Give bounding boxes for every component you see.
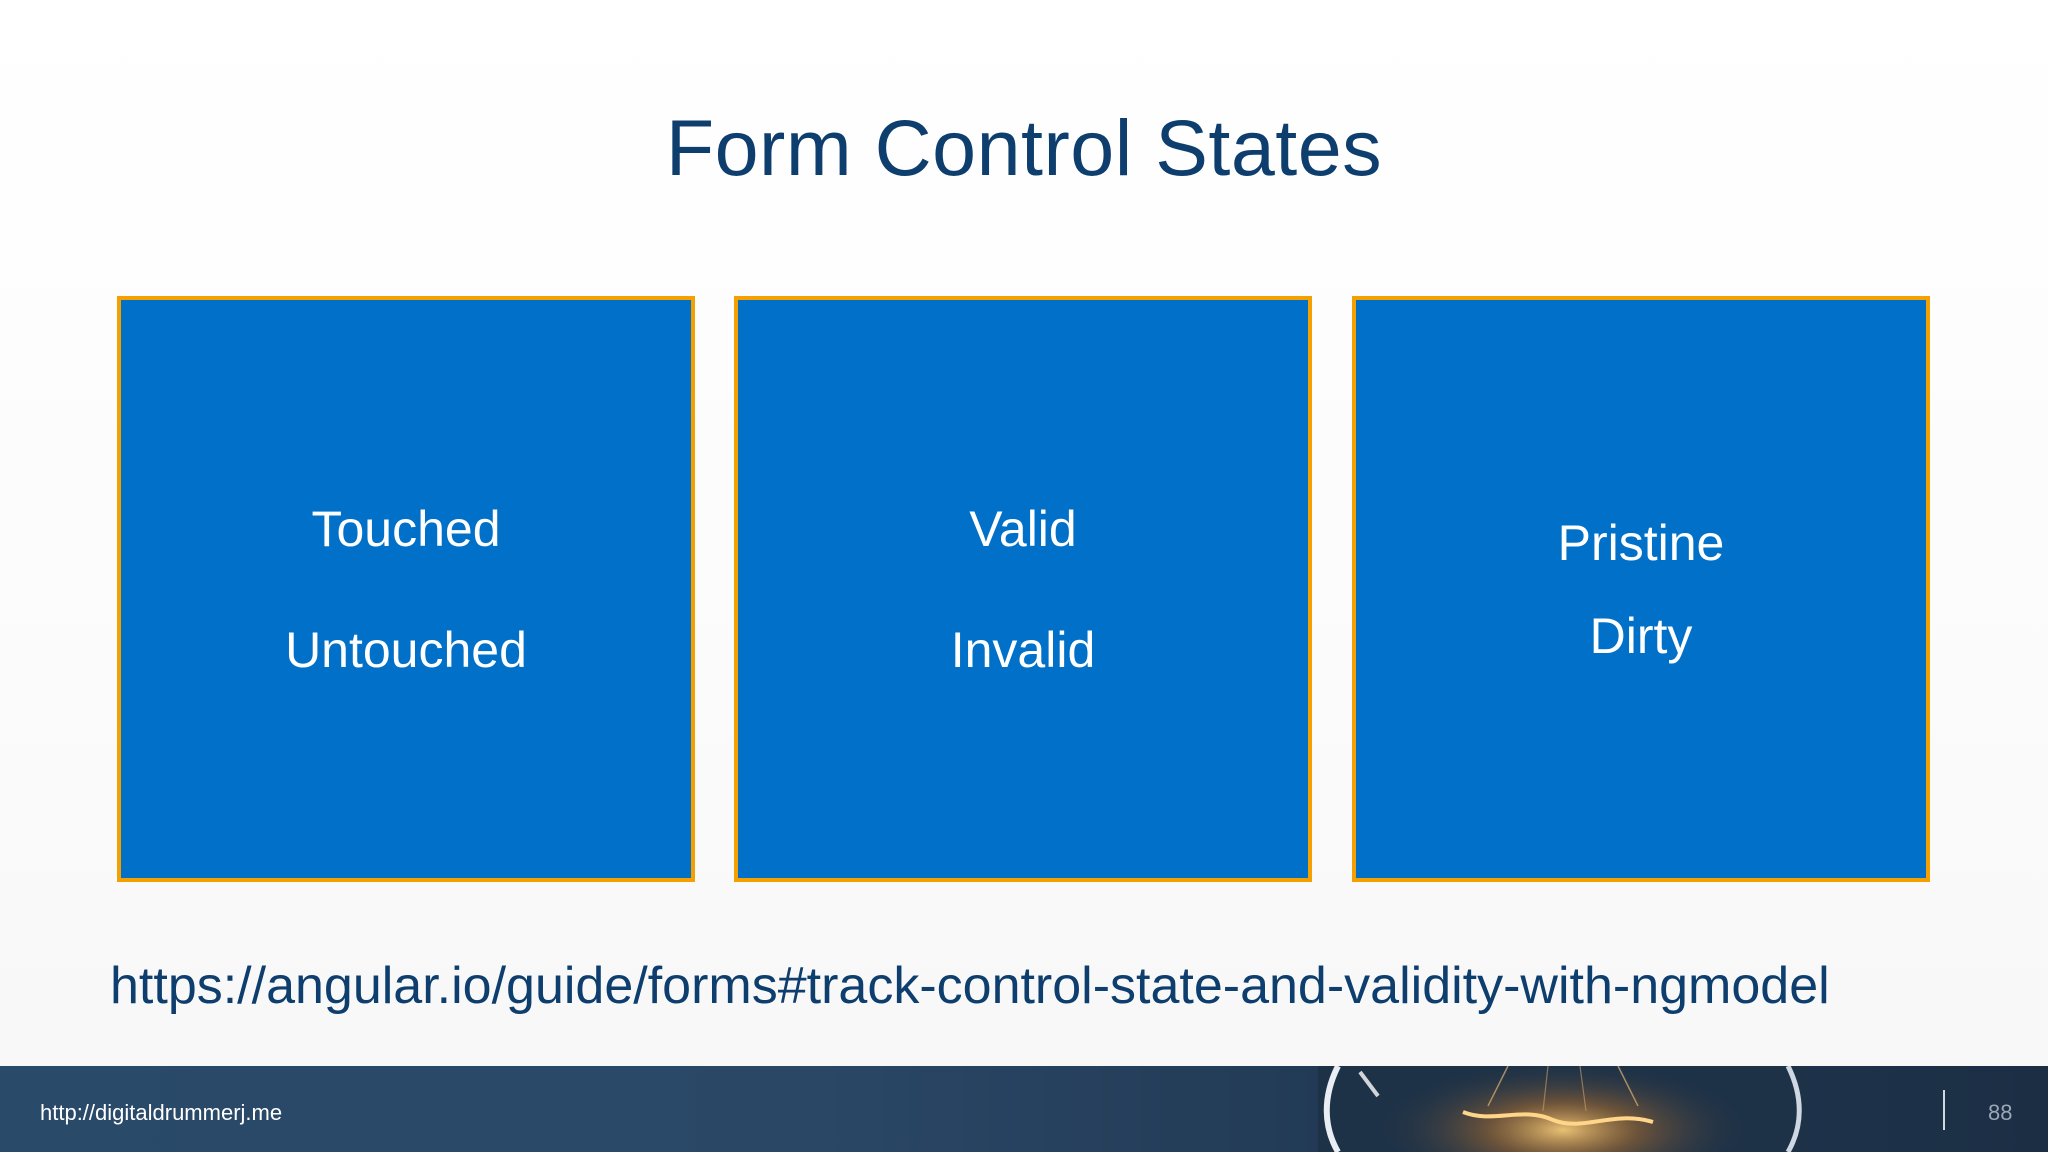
dirty-label: Dirty <box>1589 607 1693 664</box>
lightbulb-image <box>1318 1066 1808 1152</box>
page-number: 88 <box>1988 1100 2013 1125</box>
footer-divider <box>1943 1090 1945 1130</box>
footer-url[interactable]: http://digitaldrummerj.me <box>40 1100 283 1125</box>
pristine-label: Pristine <box>1557 514 1725 571</box>
invalid-label: Invalid <box>950 621 1096 678</box>
reference-link[interactable]: https://angular.io/guide/forms#track-con… <box>110 957 1830 1015</box>
state-boxes: Touched Untouched Valid Invalid Pristine… <box>117 296 1931 888</box>
valid-label: Valid <box>969 500 1077 557</box>
untouched-label: Untouched <box>285 621 527 678</box>
pristine-state-box: Pristine Dirty <box>1352 296 1930 882</box>
slide-title: Form Control States <box>665 103 1383 192</box>
touched-state-box: Touched Untouched <box>117 296 695 882</box>
footer-bar: http://digitaldrummerj.me <box>0 1066 2048 1152</box>
validity-state-box: Valid Invalid <box>734 296 1312 882</box>
touched-label: Touched <box>311 500 501 557</box>
